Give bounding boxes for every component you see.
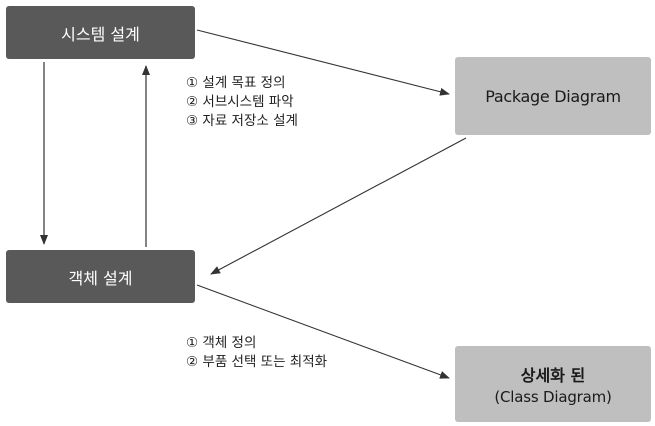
- class-diagram-title: 상세화 된: [520, 366, 586, 385]
- system-step-3: ③ 자료 저장소 설계: [186, 113, 298, 129]
- object-design-label: 객체 설계: [68, 268, 133, 288]
- system-step-2: ② 서브시스템 파악: [186, 94, 294, 110]
- package-diagram-label: Package Diagram: [485, 86, 621, 106]
- class-diagram-box: 상세화 된 (Class Diagram): [455, 346, 651, 422]
- object-design-steps: ① 객체 정의 ② 부품 선택 또는 최적화: [186, 334, 327, 372]
- class-diagram-subtitle: (Class Diagram): [494, 388, 612, 406]
- object-step-2: ② 부품 선택 또는 최적화: [186, 354, 328, 370]
- system-design-box: 시스템 설계: [6, 6, 195, 59]
- arrow-package-to-object: [210, 137, 467, 275]
- system-design-label: 시스템 설계: [61, 24, 140, 44]
- system-design-steps: ① 설계 목표 정의 ② 서브시스템 파악 ③ 자료 저장소 설계: [186, 74, 298, 131]
- system-step-1: ① 설계 목표 정의: [186, 75, 286, 91]
- arrow-object-to-class: [196, 284, 450, 379]
- object-design-box: 객체 설계: [6, 250, 195, 303]
- object-step-1: ① 객체 정의: [186, 335, 257, 351]
- arrow-system-to-package: [196, 29, 450, 96]
- package-diagram-box: Package Diagram: [455, 57, 651, 135]
